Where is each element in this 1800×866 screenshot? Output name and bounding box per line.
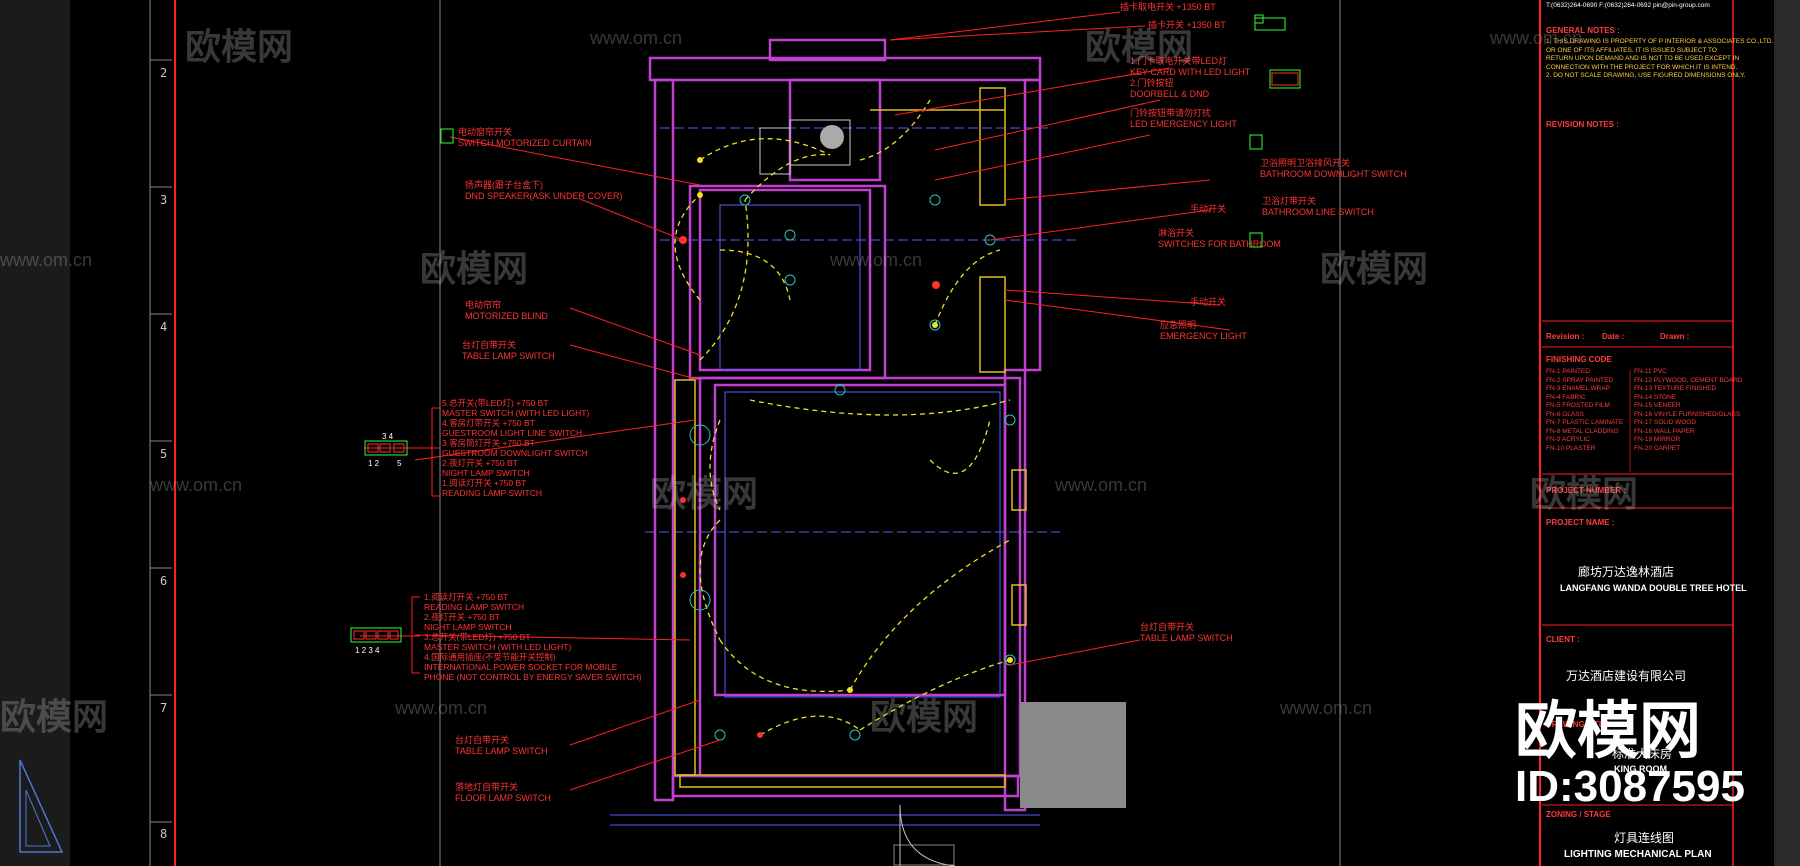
revision-notes-heading: REVISION NOTES : (1546, 120, 1619, 129)
label-speaker: 扬声器(跟子台盒下)DND SPEAKER(ASK UNDER COVER) (465, 180, 623, 201)
drawing-title-heading: DRAWING TITLE : (1546, 720, 1614, 729)
contact-line: T:(0632)264-0690 F:(0632)264-0692 pin@pi… (1546, 2, 1710, 9)
project-name-en: LANGFANG WANDA DOUBLE TREE HOTEL (1560, 583, 1747, 593)
general-notes-heading: GENERAL NOTES : (1546, 26, 1620, 35)
group-a-tag-right: 5 (397, 459, 402, 468)
zoning-heading: ZONING / STAGE (1546, 810, 1611, 819)
ruler-number: 5 (160, 447, 168, 461)
date-field: Date : (1602, 332, 1625, 341)
ruler-number: 3 (160, 193, 168, 207)
client-heading: CLIENT : (1546, 635, 1580, 644)
client-name: 万达酒店建设有限公司 (1566, 669, 1687, 683)
project-name-heading: PROJECT NAME : (1546, 518, 1615, 527)
redaction-block (1020, 702, 1126, 808)
room-name-en: KING ROOM (1614, 764, 1667, 774)
ruler-number: 7 (160, 701, 168, 715)
group-a-tag-top: 3 4 (382, 432, 394, 441)
project-name-cn: 廊坊万达逸林酒店 (1578, 565, 1675, 579)
scrollbar[interactable] (1774, 0, 1800, 866)
finishing-code-heading: FINISHING CODE (1546, 355, 1612, 364)
ruler-number: 2 (160, 66, 168, 80)
plan-title-en: LIGHTING MECHANICAL PLAN (1564, 849, 1712, 860)
general-notes-text: 1. THIS DRAWING IS PROPERTY OF P INTERIO… (1546, 38, 1774, 79)
plan-title-cn: 灯具连线图 (1614, 831, 1675, 845)
brand-logo-large: 欧模网 (1515, 697, 1702, 766)
label-top2: 插卡开关 +1350 BT (1148, 20, 1226, 30)
project-number-heading: PROJECT NUMBER : (1546, 486, 1627, 495)
group-a-tag-left: 1 2 (368, 459, 380, 468)
ruler-number: 4 (160, 320, 168, 334)
room-name-cn: 标准大床房 (1612, 747, 1673, 761)
model-id: ID:3087595 (1515, 762, 1745, 811)
group-b-tag: 1 2 3 4 (355, 646, 380, 655)
left-panel (0, 0, 70, 866)
drawn-field: Drawn : (1660, 332, 1690, 341)
ruler-number: 8 (160, 827, 168, 841)
label-manual2: 手动开关 (1190, 297, 1227, 307)
ruler-number: 6 (160, 574, 168, 588)
label-manual1: 手动开关 (1190, 204, 1227, 214)
label-top1: 插卡取电开关 +1350 BT (1120, 2, 1216, 12)
title-block: T:(0632)264-0690 F:(0632)264-0692 pin@pi… (1542, 0, 1773, 866)
revision-field: Revision : (1546, 332, 1585, 341)
